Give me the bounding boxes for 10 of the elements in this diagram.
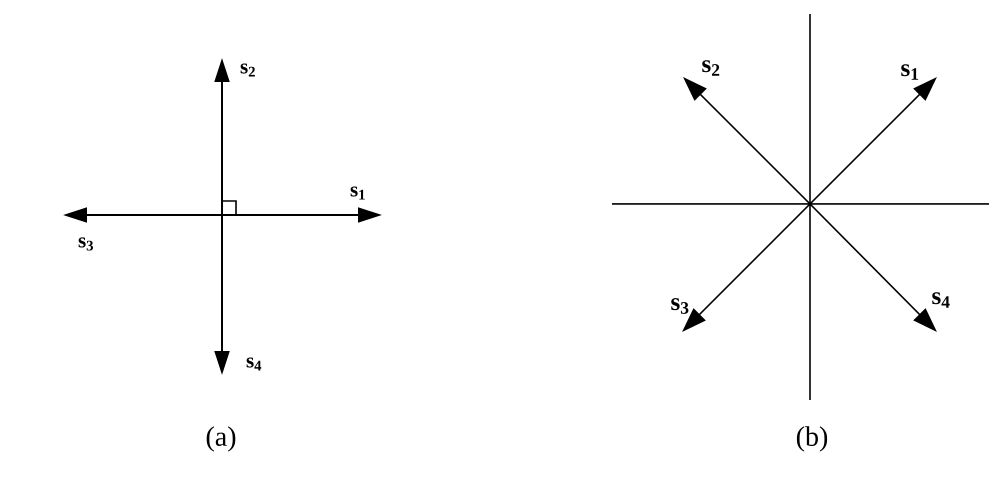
vector-label: s$_{4}$ xyxy=(932,292,950,308)
vector-label: s$_{1}$ xyxy=(901,64,918,80)
vector-label: s$_{2}$ xyxy=(702,60,720,76)
vector-label: s$_{3}$ xyxy=(671,298,688,314)
vector-label: s$_{3}$ xyxy=(78,237,94,251)
vector-label: s$_{4}$ xyxy=(246,357,262,370)
vector-label: s$_{1}$ xyxy=(350,186,365,200)
vector-label: s$_{2}$ xyxy=(240,63,255,76)
panel-label: (b) xyxy=(796,426,828,452)
panel-label: (a) xyxy=(206,426,236,452)
